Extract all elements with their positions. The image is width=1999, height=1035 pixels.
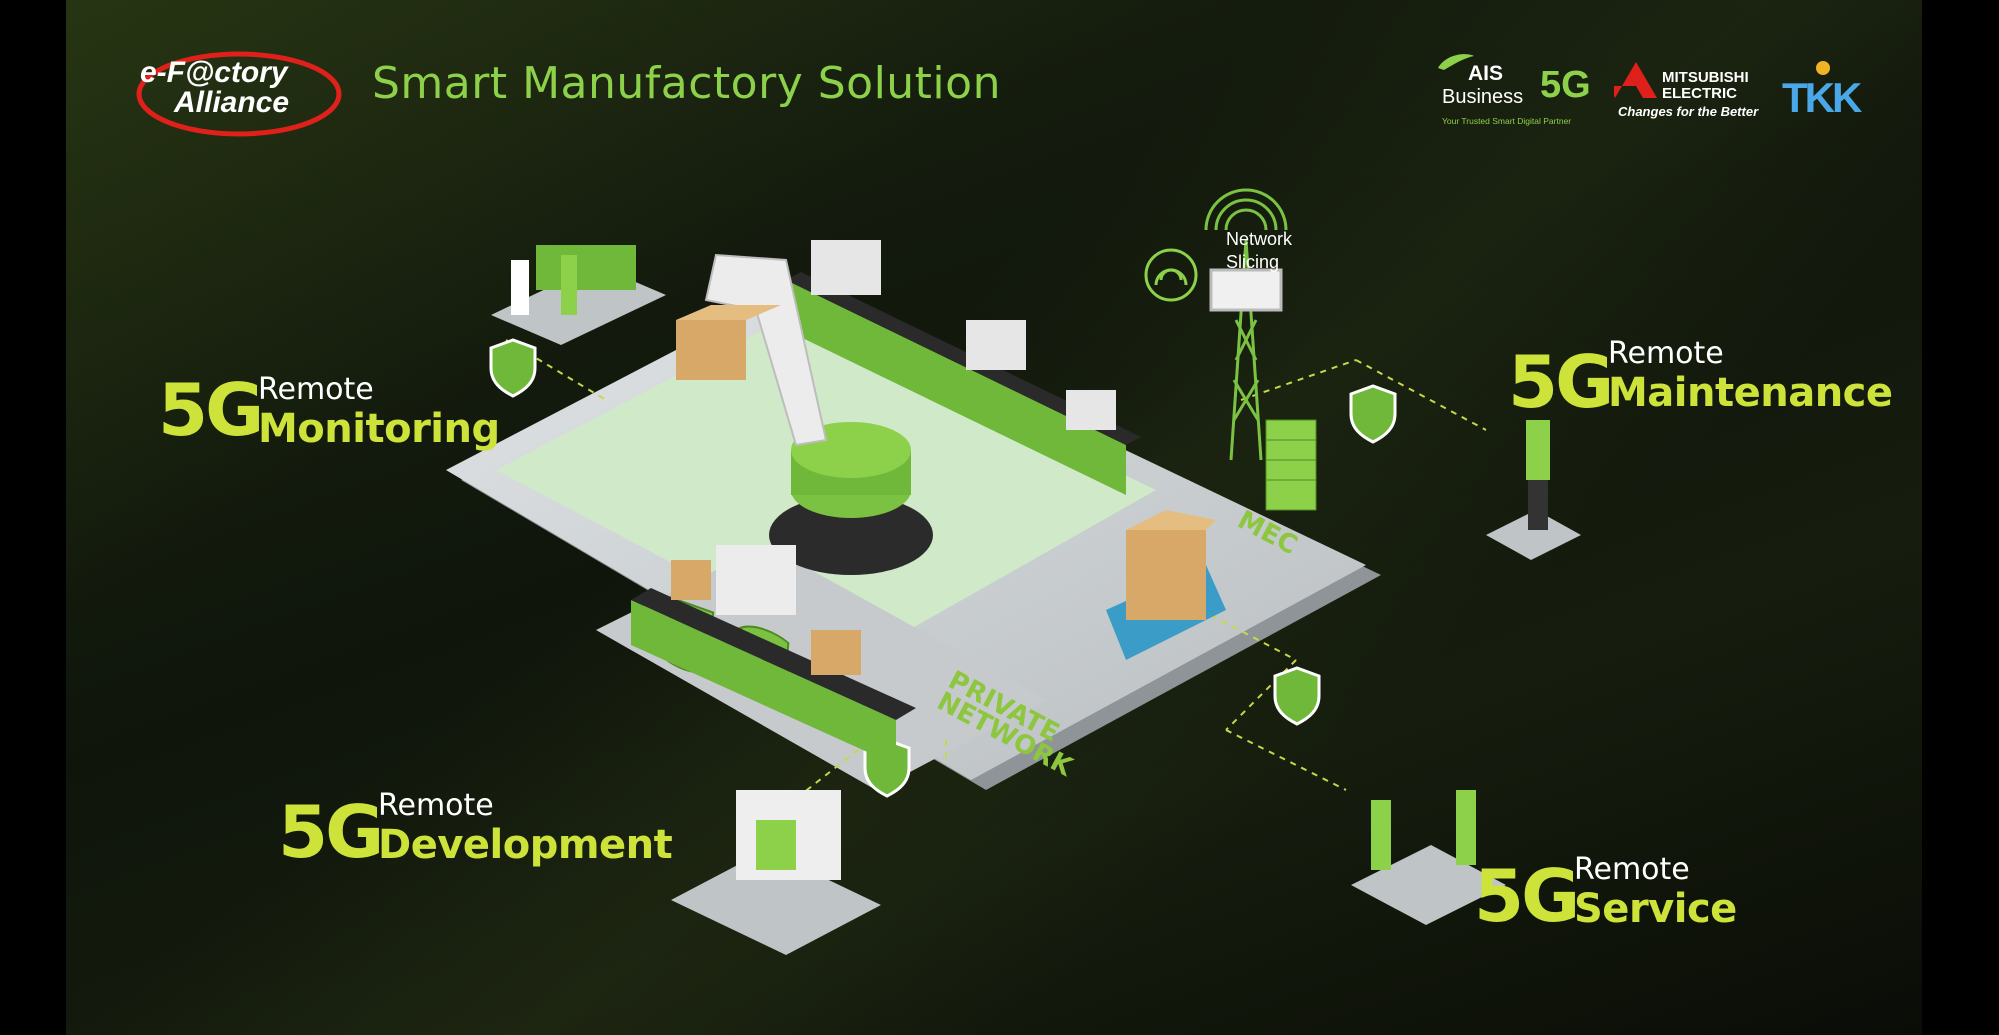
factory-illustration: 5G: [446, 188, 1581, 955]
antenna-tower: [1204, 188, 1288, 461]
tkk-crown-icon: [1816, 61, 1830, 75]
feature-prefix: Remote: [1574, 852, 1690, 887]
feature-prefix: Remote: [1608, 336, 1724, 371]
maintenance-platform: [1486, 420, 1581, 560]
ais-leaf-icon: [1438, 54, 1474, 70]
feature-prefix: Remote: [258, 372, 374, 407]
page-title: Smart Manufactory Solution: [372, 58, 1001, 109]
ais-business: Business: [1442, 86, 1524, 108]
agv-cart: [1106, 510, 1226, 660]
slide: 5G: [66, 0, 1922, 1035]
wifi-icon: [1144, 248, 1198, 302]
mitsubishi-name-line1: MITSUBISHI: [1662, 69, 1749, 86]
mitsubishi-diamond-icon: [1614, 62, 1657, 98]
robot-arm-main: [676, 253, 933, 575]
mec-server: [1265, 419, 1317, 511]
tkk-logo: TKK: [1778, 58, 1868, 128]
conveyor-line-top: [786, 240, 1141, 495]
security-shield-icon: [489, 338, 1397, 798]
monitoring-station: [491, 245, 666, 345]
efactory-logo-line2: Alliance: [174, 86, 290, 119]
ais-tagline: Your Trusted Smart Digital Partner: [1442, 116, 1572, 126]
mitsubishi-electric-logo: MITSUBISHI ELECTRIC Changes for the Bett…: [1614, 60, 1764, 130]
feature-5g-badge: 5G: [158, 368, 264, 452]
feature-name: Maintenance: [1608, 370, 1893, 416]
feature-name: Service: [1574, 886, 1737, 932]
conveyor-line-bottom: [631, 545, 916, 765]
ais-business-logo: AIS Business 5G Your Trusted Smart Digit…: [1436, 52, 1596, 130]
efactory-logo-line1: e-F@ctory: [140, 56, 288, 89]
feature-5g-badge: 5G: [1474, 854, 1580, 938]
feature-prefix: Remote: [378, 788, 494, 823]
service-platform: [1351, 790, 1506, 925]
feature-5g-badge: 5G: [1508, 340, 1614, 424]
network-slicing-line1: Network: [1226, 229, 1293, 249]
logo-swoosh-icon: [136, 51, 342, 137]
mitsubishi-name: MITSUBISHI ELECTRIC: [1662, 70, 1749, 102]
feature-name: Monitoring: [258, 406, 500, 452]
feature-5g-badge: 5G: [278, 790, 384, 874]
network-slicing-label: Network Slicing: [1226, 228, 1292, 274]
ais-name: AIS: [1468, 62, 1504, 85]
mitsubishi-tagline: Changes for the Better: [1618, 104, 1759, 119]
tkk-name: TKK: [1782, 74, 1862, 121]
mitsubishi-name-line2: ELECTRIC: [1662, 85, 1737, 102]
ais-5g-badge: 5G: [1540, 64, 1591, 106]
feature-name: Development: [378, 822, 673, 868]
network-slicing-line2: Slicing: [1226, 252, 1280, 272]
efactory-alliance-logo: e-F@ctory Alliance: [134, 42, 344, 142]
development-desk: [671, 790, 881, 955]
